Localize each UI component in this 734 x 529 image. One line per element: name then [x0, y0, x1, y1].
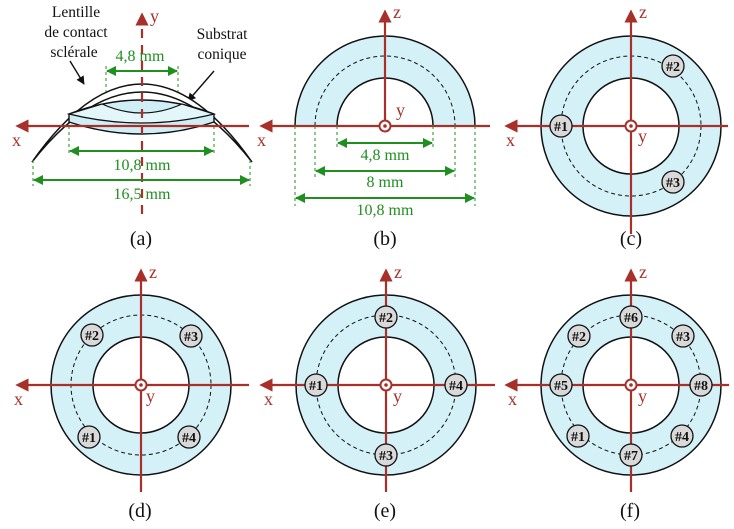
sensor-f-1-label: #1: [571, 430, 585, 445]
sensor-e-1-label: #1: [309, 379, 323, 394]
sensor-f-3-label: #3: [676, 330, 690, 345]
substrate-label-line2: conique: [197, 46, 246, 63]
x-label-f: x: [508, 389, 517, 409]
caption-d: (d): [128, 500, 151, 522]
y-origin-dot-e: [384, 383, 388, 387]
sensor-e-4-label: #4: [449, 379, 463, 394]
x-label-b: x: [257, 130, 266, 150]
sensor-d-3: #3: [179, 324, 203, 348]
sensor-f-5-label: #5: [554, 379, 568, 394]
sensor-d-1-label: #1: [82, 431, 96, 446]
sensor-d-1: #1: [77, 425, 101, 449]
y-label-a: y: [150, 6, 159, 26]
caption-b: (b): [373, 228, 396, 250]
sensor-f-8-label: #8: [694, 379, 708, 394]
y-origin-dot-c: [629, 124, 633, 128]
z-label-f: z: [639, 262, 647, 282]
sensor-e-2-label: #2: [379, 311, 393, 326]
sensor-f-3: #3: [671, 324, 695, 348]
dim-165-label-a: 16,5 mm: [114, 186, 171, 203]
caption-f: (f): [620, 500, 640, 522]
sensor-e-3: #3: [374, 443, 398, 467]
sensor-c-3: #3: [661, 170, 685, 194]
lens-label-line1: Lentille: [52, 4, 100, 21]
sensor-d-2: #2: [80, 323, 104, 347]
dim-108-label-a: 10,8 mm: [114, 157, 171, 174]
caption-e: (e): [374, 500, 396, 522]
lens-label-line3: sclérale: [50, 44, 97, 61]
y-label-c: y: [638, 126, 647, 146]
z-label-b: z: [393, 2, 401, 22]
y-label-d: y: [146, 386, 155, 406]
dim-48-label-a: 4,8 mm: [116, 48, 165, 65]
z-label-d: z: [149, 262, 157, 282]
sensor-f-2-label: #2: [572, 330, 586, 345]
panel-a: Lentille de contact sclérale Substrat co…: [12, 4, 253, 250]
sensor-d-2-label: #2: [85, 329, 99, 344]
x-label-d: x: [14, 389, 23, 409]
sensor-d-4: #4: [177, 425, 201, 449]
sensor-d-4-label: #4: [182, 431, 196, 446]
sensor-c-3-label: #3: [666, 176, 680, 191]
sensor-c-1-label: #1: [554, 120, 568, 135]
sensor-f-1: #1: [566, 424, 590, 448]
sensor-c-2: #2: [661, 54, 685, 78]
sensor-e-1: #1: [304, 373, 328, 397]
sensor-f-6: #6: [619, 305, 643, 329]
lens-pointer: [69, 60, 85, 85]
sensor-f-5: #5: [549, 373, 573, 397]
sensor-c-1: #1: [549, 114, 573, 138]
sensor-e-3-label: #3: [379, 449, 393, 464]
substrate-label-line1: Substrat: [197, 26, 249, 43]
y-label-b: y: [396, 100, 405, 120]
substrate-pointer: [187, 70, 215, 102]
panel-b: z x y 4,8 mm 8 mm 10,8 mm (b): [257, 2, 490, 250]
sensor-e-2: #2: [374, 305, 398, 329]
z-label-c: z: [639, 2, 647, 22]
sensor-d-3-label: #3: [184, 330, 198, 345]
panel-f: z x y #1 #2 #3 #4 #5 #6: [504, 262, 729, 522]
y-origin-dot-f: [629, 383, 633, 387]
sensor-c-2-label: #2: [666, 60, 680, 75]
sensor-f-2: #2: [567, 324, 591, 348]
sensor-f-6-label: #6: [624, 311, 638, 326]
caption-a: (a): [130, 228, 152, 250]
y-label-f: y: [638, 386, 647, 406]
panel-e: z x y #1 #2 #3 #4 (e): [259, 262, 495, 522]
sensor-f-7-label: #7: [624, 449, 638, 464]
dim-8-label-b: 8 mm: [367, 174, 404, 191]
lens-label-line2: de contact: [44, 24, 108, 41]
z-label-e: z: [394, 262, 402, 282]
sensor-f-4-label: #4: [675, 430, 689, 445]
dim-108-label-b: 10,8 mm: [357, 202, 414, 219]
sensor-f-4: #4: [670, 424, 694, 448]
y-label-e: y: [393, 386, 402, 406]
x-label-a: x: [12, 130, 21, 150]
panel-c: z x y #1 #2 #3 (c): [504, 2, 728, 250]
caption-c: (c): [620, 228, 642, 250]
x-label-e: x: [264, 389, 273, 409]
y-origin-dot-b: [383, 124, 387, 128]
sensor-f-8: #8: [689, 373, 713, 397]
sensor-e-4: #4: [444, 373, 468, 397]
dim-48-label-b: 4,8 mm: [361, 147, 410, 164]
panel-d: z x y #1 #2 #3 #4 (d): [14, 262, 249, 522]
half-ring-b: [294, 35, 476, 127]
x-label-c: x: [506, 130, 515, 150]
scleral-lens-shape: [31, 83, 253, 163]
y-origin-dot-d: [139, 383, 143, 387]
sensor-f-7: #7: [619, 443, 643, 467]
